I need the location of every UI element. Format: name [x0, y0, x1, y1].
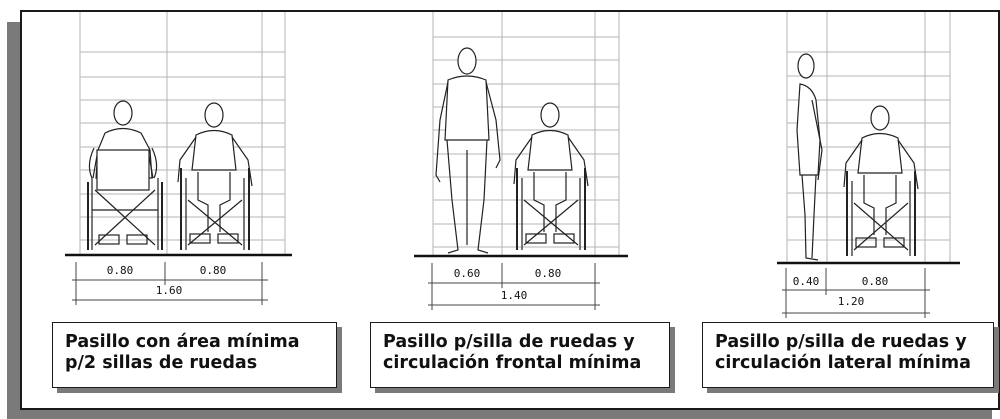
- wheelchair-user-rear-figure: [87, 100, 163, 250]
- scene-1-dimension-lines: [72, 262, 268, 305]
- scene-3-dim-total: 1.20: [838, 295, 865, 308]
- scene-1-dim-right: 0.80: [200, 264, 227, 277]
- caption-scene-2: Pasillo p/silla de ruedas y circulación …: [370, 322, 670, 388]
- wheelchair-user-front-figure-2: [513, 102, 589, 250]
- caption-scene-1-line-1: Pasillo con área mínima: [65, 332, 300, 352]
- caption-scene-3-line-2: circulación lateral mínima: [715, 353, 971, 373]
- scene-3-dimension-lines: [782, 268, 930, 318]
- caption-scene-1-line-2: p/2 sillas de ruedas: [65, 353, 258, 373]
- scene-2-grid: [432, 12, 620, 255]
- scene-3-dim-right: 0.80: [862, 275, 889, 288]
- scene-2-dim-right: 0.80: [535, 267, 562, 280]
- caption-scene-2-line-1: Pasillo p/silla de ruedas y: [383, 332, 635, 352]
- standing-person-front-figure: [435, 47, 501, 254]
- scene-1-dim-left: 0.80: [107, 264, 134, 277]
- wheelchair-user-front-figure-3: [843, 105, 919, 256]
- scene-2-dim-left: 0.60: [454, 267, 481, 280]
- wheelchair-user-front-figure-1: [177, 102, 253, 250]
- caption-scene-2-line-2: circulación frontal mínima: [383, 353, 642, 373]
- caption-scene-3-line-1: Pasillo p/silla de ruedas y: [715, 332, 967, 352]
- scene-2-dimension-lines: [428, 263, 600, 310]
- scene-2-dim-total: 1.40: [501, 289, 528, 302]
- scene-3-dim-left: 0.40: [793, 275, 820, 288]
- scene-1-dim-total: 1.60: [156, 284, 183, 297]
- caption-scene-3: Pasillo p/silla de ruedas y circulación …: [702, 322, 994, 388]
- standing-person-side-figure: [796, 53, 823, 261]
- caption-scene-1: Pasillo con área mínima p/2 sillas de ru…: [52, 322, 337, 388]
